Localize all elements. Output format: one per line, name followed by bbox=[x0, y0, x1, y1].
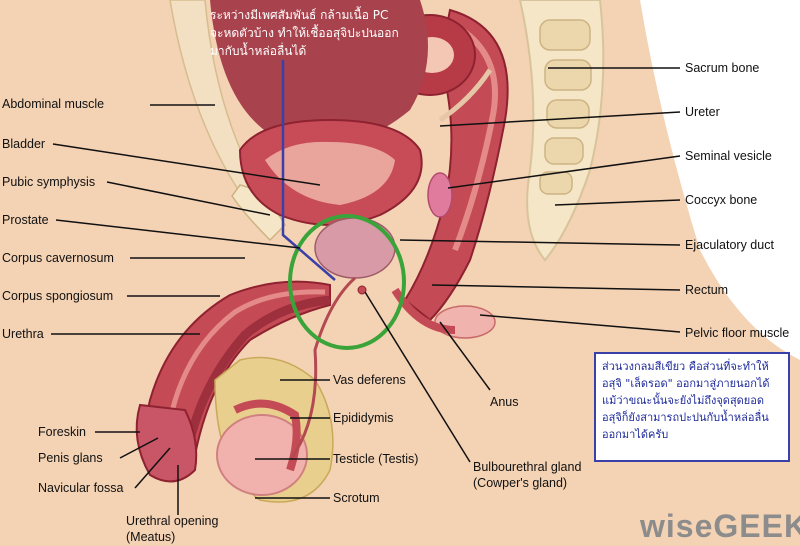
label-sacrum-bone: Sacrum bone bbox=[685, 61, 760, 75]
label-meatus: (Meatus) bbox=[126, 530, 176, 544]
label-bulbourethral-gland: Bulbourethral gland bbox=[473, 460, 582, 474]
explanation-note-box: ส่วนวงกลมสีเขียว คือส่วนที่จะทำให้อสุจิ … bbox=[594, 352, 790, 462]
label-ejaculatory-duct: Ejaculatory duct bbox=[685, 238, 774, 252]
label-coccyx-bone: Coccyx bone bbox=[685, 193, 758, 207]
label-urethra: Urethra bbox=[2, 327, 44, 341]
label-abdominal-muscle: Abdominal muscle bbox=[2, 97, 105, 111]
label-cowpers-gland: (Cowper's gland) bbox=[473, 476, 568, 490]
label-seminal-vesicle: Seminal vesicle bbox=[685, 149, 772, 163]
label-testicle: Testicle (Testis) bbox=[333, 452, 419, 466]
label-scrotum: Scrotum bbox=[333, 491, 380, 505]
highlight-circle bbox=[288, 214, 406, 350]
label-epididymis: Epididymis bbox=[333, 411, 394, 425]
label-corpus-spongiosum: Corpus spongiosum bbox=[2, 289, 114, 303]
label-penis-glans: Penis glans bbox=[38, 451, 103, 465]
label-urethral-opening: Urethral opening bbox=[126, 514, 219, 528]
label-navicular-fossa: Navicular fossa bbox=[38, 481, 124, 495]
label-pelvic-floor-muscle: Pelvic floor muscle bbox=[685, 326, 790, 340]
label-foreskin: Foreskin bbox=[38, 425, 86, 439]
watermark-logo: wiseGEEK bbox=[640, 508, 800, 544]
label-rectum: Rectum bbox=[685, 283, 729, 297]
label-prostate: Prostate bbox=[2, 213, 49, 227]
annotation-line bbox=[281, 60, 336, 281]
label-ureter: Ureter bbox=[685, 105, 720, 119]
label-pubic-symphysis: Pubic symphysis bbox=[2, 175, 96, 189]
label-anus: Anus bbox=[490, 395, 519, 409]
label-corpus-cavernosum: Corpus cavernosum bbox=[2, 251, 114, 265]
label-vas-deferens: Vas deferens bbox=[333, 373, 406, 387]
label-bladder: Bladder bbox=[2, 137, 46, 151]
top-annotation-note: ระหว่างมีเพศสัมพันธ์ กล้ามเนื้อ PC จะหดต… bbox=[210, 8, 399, 58]
